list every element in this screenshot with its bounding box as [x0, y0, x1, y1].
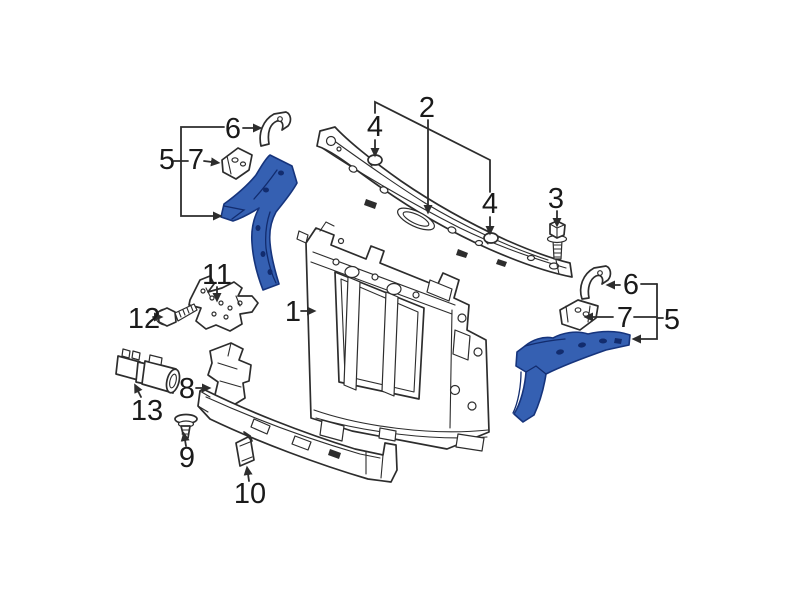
part-ambient-sensor-13	[115, 348, 181, 394]
part-apron-panel-left-highlighted[interactable]	[220, 154, 298, 291]
part-lower-air-deflector	[197, 388, 398, 483]
leader-13	[134, 383, 143, 398]
leader-5-right-bracket	[631, 283, 658, 344]
part-bracket-11	[188, 275, 259, 332]
part-apron-panel-right-highlighted[interactable]	[512, 330, 631, 423]
callout-1[interactable]: 1	[285, 296, 301, 328]
part-bolt-12	[155, 303, 198, 327]
leader-10	[243, 465, 253, 482]
callout-5-right[interactable]: 5	[664, 304, 680, 336]
callout-10[interactable]: 10	[234, 478, 266, 510]
leader-7-left	[203, 157, 221, 167]
callout-12[interactable]: 12	[128, 303, 160, 335]
callout-3[interactable]: 3	[548, 183, 564, 215]
callout-5-left[interactable]: 5	[159, 144, 175, 176]
part-grommet-left	[367, 154, 383, 167]
part-hook-bracket-right	[579, 265, 612, 300]
callout-4-left[interactable]: 4	[367, 111, 383, 143]
part-patch-10	[235, 431, 255, 467]
callout-labels: 1 2 3 4 4 5 7 6 6 7 5 8 9 10 11 12 13	[128, 92, 680, 510]
part-small-bracket-left	[221, 147, 253, 180]
callout-13[interactable]: 13	[131, 395, 163, 427]
leader-5-left-bracket	[180, 126, 225, 221]
part-hook-bracket-left	[259, 111, 292, 147]
part-upper-tie-bar	[316, 126, 573, 278]
part-small-bracket-right	[559, 299, 599, 331]
part-radiator-support-frame	[296, 221, 490, 452]
part-clip-9	[174, 413, 198, 439]
part-deflector-bracket	[207, 342, 252, 407]
leader-9	[180, 431, 190, 447]
callout-6-left[interactable]: 6	[225, 113, 241, 145]
callout-6-right[interactable]: 6	[623, 269, 639, 301]
callout-7-right[interactable]: 7	[617, 302, 633, 334]
leader-lines	[134, 100, 664, 482]
callout-4-right[interactable]: 4	[482, 188, 498, 220]
callout-7-left[interactable]: 7	[188, 144, 204, 176]
leader-4-bracket	[374, 100, 491, 193]
callout-8[interactable]: 8	[179, 373, 195, 405]
part-bolt-3	[546, 220, 568, 260]
callout-2[interactable]: 2	[419, 92, 435, 124]
part-grommet-right	[483, 232, 499, 245]
callout-11[interactable]: 11	[202, 259, 232, 291]
callout-9[interactable]: 9	[179, 442, 195, 474]
